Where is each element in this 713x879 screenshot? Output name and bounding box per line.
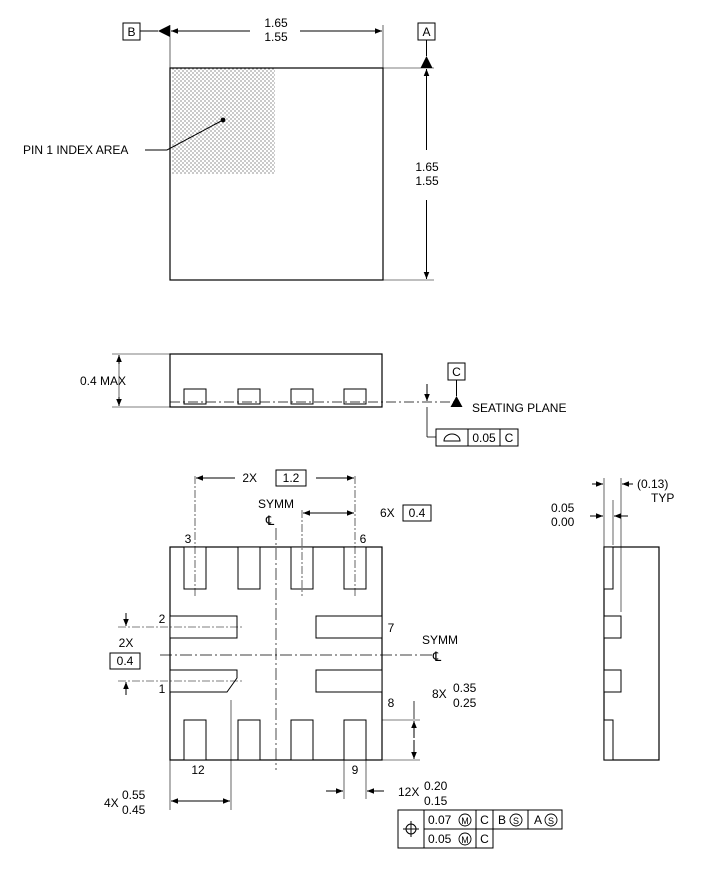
pin-12-label: 12 <box>191 763 205 777</box>
pad-width-min: 0.45 <box>122 803 146 817</box>
fcf-row1-rfs-b: S <box>513 816 519 826</box>
pin1-index-label: PIN 1 INDEX AREA <box>23 143 128 157</box>
side-leads <box>183 388 367 405</box>
package-body-end <box>603 546 660 761</box>
centerline-symbol-top: ℄ <box>265 513 275 528</box>
package-body-top <box>169 67 384 281</box>
datum-b-triangle <box>158 25 170 37</box>
fcf-row2-mmc: M <box>461 835 469 845</box>
height-max: 1.65 <box>415 160 439 174</box>
position-fcf: 0.07 M C B S A S 0.05 M C <box>397 809 563 849</box>
top-pads <box>183 546 367 590</box>
flatness-frame: 0.05 C <box>435 428 519 447</box>
typ-label: TYP <box>651 491 674 505</box>
centerline-symbol-right: ℄ <box>432 649 442 664</box>
pad-pitch-count: 6X <box>380 506 395 520</box>
width-min: 1.55 <box>264 30 288 44</box>
pad-length-max: 0.35 <box>453 681 477 695</box>
pin-1-label: 1 <box>159 682 166 696</box>
pad-pitch-box <box>402 504 432 522</box>
pin-2-label: 2 <box>159 612 166 626</box>
pad-4 <box>237 546 261 590</box>
pad-11 <box>237 719 261 761</box>
pad-7 <box>315 615 383 639</box>
ref-dimension: (0.13) <box>637 477 668 491</box>
pad-length-min: 0.25 <box>453 696 477 710</box>
pitch-value: 1.2 <box>283 471 300 485</box>
flatness-datum: C <box>505 431 514 445</box>
height-min: 1.55 <box>415 174 439 188</box>
symm-label-top: SYMM <box>258 497 294 511</box>
pad-9 <box>343 719 367 761</box>
width-max: 1.65 <box>264 16 288 30</box>
fcf-row1-tolerance: 0.07 <box>428 813 452 827</box>
pin1-leader <box>145 119 224 151</box>
pad-centerlines <box>118 476 356 682</box>
fcf-row2-tolerance: 0.05 <box>428 832 452 846</box>
side-pitch-value: 0.4 <box>117 654 134 668</box>
package-body-side <box>169 353 383 408</box>
fcf-row1-mmc: M <box>461 816 469 826</box>
pin-7-label: 7 <box>388 621 395 635</box>
fcf-row2-datum1: C <box>480 832 489 846</box>
pad-length-count: 8X <box>432 687 447 701</box>
datum-c-label: C <box>452 365 461 379</box>
symm-label-right: SYMM <box>422 633 458 647</box>
pitch-count: 2X <box>242 471 257 485</box>
pad-width-count: 4X <box>104 796 119 810</box>
lead-width-min: 0.15 <box>424 794 448 808</box>
flatness-tolerance: 0.05 <box>472 431 496 445</box>
standoff-min: 0.00 <box>551 515 575 529</box>
pin-8-label: 8 <box>388 696 395 710</box>
side-pitch-count: 2X <box>119 636 134 650</box>
fcf-row1-datum2: B <box>498 813 506 827</box>
pad-10 <box>290 719 314 761</box>
end-view: (0.13) TYP 0.05 0.00 <box>551 477 674 761</box>
bottom-view: 2X 1.2 SYMM ℄ 6X 0.4 3 6 2 7 1 8 12 9 2X… <box>104 469 563 849</box>
datum-a-triangle <box>420 56 433 68</box>
profile-surface-symbol <box>443 433 461 442</box>
pin-9-label: 9 <box>352 763 359 777</box>
pad-width-max: 0.55 <box>122 788 146 802</box>
standoff-max: 0.05 <box>551 501 575 515</box>
datum-a-label: A <box>422 25 430 39</box>
bottom-pads <box>183 719 367 761</box>
top-view: B 1.65 1.55 A 1.65 1.55 PIN 1 INDEX AREA <box>23 16 439 281</box>
lead-width-count: 12X <box>398 785 419 799</box>
seating-plane-label: SEATING PLANE <box>472 401 566 415</box>
fcf-row1-datum1: C <box>480 813 489 827</box>
end-view-leads <box>603 546 622 761</box>
pad-pitch-value: 0.4 <box>409 506 426 520</box>
lead-width-max: 0.20 <box>424 779 448 793</box>
pitch-basic-box <box>275 469 307 487</box>
side-view: 0.4 MAX C SEATING PLANE 0.05 C <box>80 353 566 447</box>
datum-c-triangle <box>450 396 463 407</box>
pad-8 <box>315 669 383 693</box>
fcf-row1-datum3: A <box>534 813 542 827</box>
pin-6-label: 6 <box>360 532 367 546</box>
datum-b-label: B <box>127 25 135 39</box>
side-height-label: 0.4 MAX <box>80 374 126 388</box>
side-pitch-box <box>109 652 141 670</box>
fcf-row1-rfs-a: S <box>548 816 554 826</box>
pad-12 <box>183 719 207 761</box>
pin-3-label: 3 <box>185 532 192 546</box>
